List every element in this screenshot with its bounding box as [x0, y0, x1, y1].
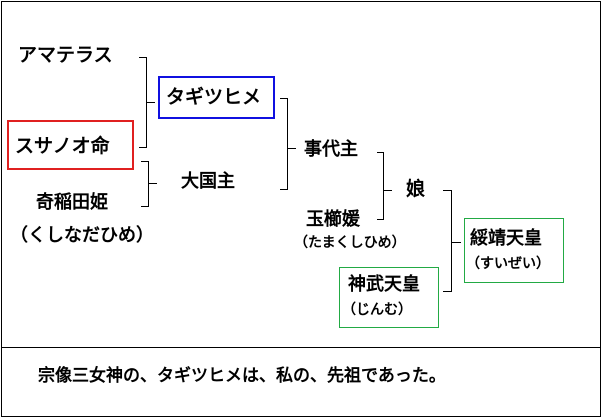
- node-suizei: 綏靖天皇: [470, 228, 542, 249]
- jimmu-box: [339, 267, 439, 328]
- bracket-tick: [149, 183, 157, 184]
- node-tagitsuhime: タギツヒメ: [166, 86, 262, 108]
- bracket-tick: [452, 242, 461, 243]
- node-okuninushi: 大国主: [181, 171, 235, 192]
- bracket-tick: [384, 190, 392, 191]
- suizei-box: [464, 218, 564, 283]
- node-jimmu: 神武天皇: [348, 274, 420, 295]
- caption-text: 宗像三女神の、タギツヒメは、私の、先祖であった。: [38, 366, 446, 386]
- bracket-tagitsuhime-okuninushi: [280, 98, 288, 190]
- tamakushihime-reading: （たまくしひめ）: [294, 235, 406, 251]
- node-amaterasu: アマテラス: [18, 44, 113, 66]
- caption-divider: [2, 347, 600, 348]
- suizei-reading: （すいぜい）: [466, 256, 550, 272]
- node-kushinadahime: 奇稲田姫: [36, 192, 108, 213]
- bracket-tick: [288, 148, 296, 149]
- bracket-kotoshironushi-tamakushi: [377, 152, 384, 220]
- tagitsuhime-highlight-box: [158, 76, 275, 119]
- susanoo-highlight-box: [7, 120, 134, 170]
- bracket-amaterasu-susanoo: [139, 57, 147, 148]
- bracket-musume-jimmu: [443, 190, 452, 292]
- node-tamakushihime: 玉櫛媛: [306, 209, 360, 230]
- kushinadahime-reading: （くしなだひめ）: [10, 225, 154, 246]
- jimmu-reading: （じんむ）: [342, 302, 412, 318]
- bracket-tick: [147, 102, 155, 103]
- node-susanoo: スサノオ命: [15, 135, 110, 157]
- node-musume: 娘: [406, 178, 426, 200]
- bracket-susanoo-kushinada: [141, 161, 149, 207]
- node-kotoshironushi: 事代主: [304, 139, 358, 160]
